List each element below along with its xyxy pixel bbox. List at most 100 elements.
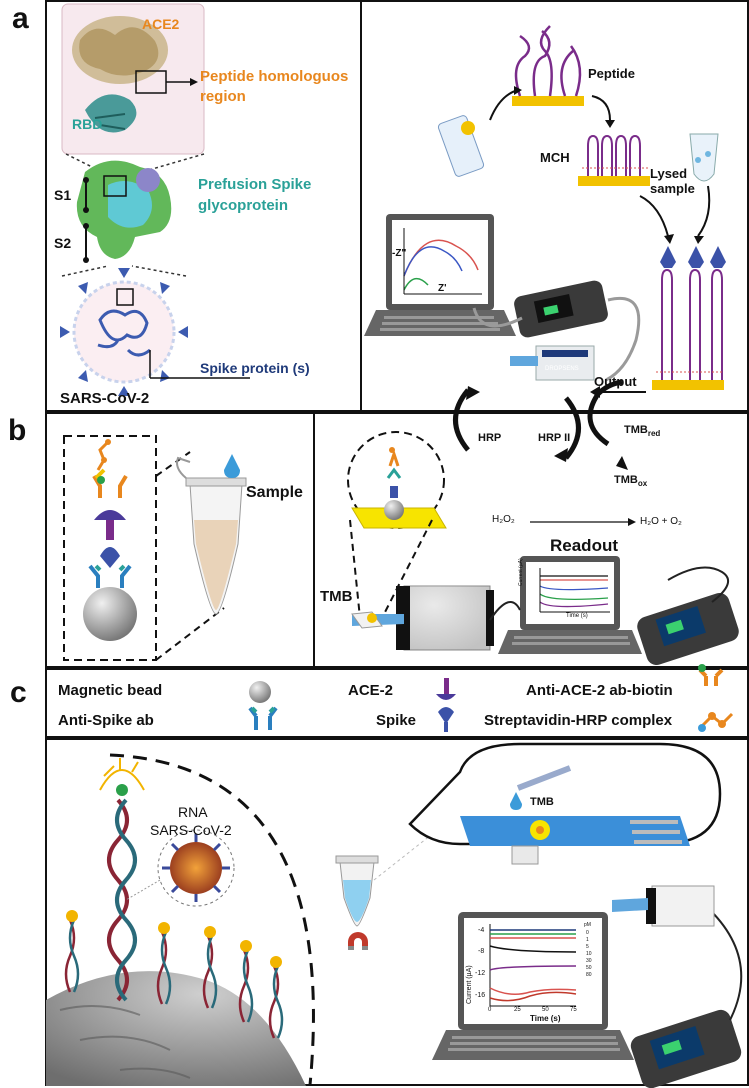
dna-probe-main <box>99 758 145 1002</box>
spike-glyco-label-2: glycoprotein <box>198 197 289 214</box>
target-electrode <box>652 246 726 390</box>
dna-probes-small <box>64 919 284 1039</box>
output-label: Output <box>594 374 637 389</box>
panel-b-frame <box>45 412 749 668</box>
h2o-o2-label: H₂O + O₂ <box>640 516 682 527</box>
chart-c-xtick-1: 0 <box>488 1007 492 1013</box>
electrode-zoom-circle <box>347 431 445 529</box>
chart-c-legend-title: pM <box>584 922 591 928</box>
peptide-electrode <box>512 25 584 106</box>
chart-c-xtick-4: 75 <box>570 1007 577 1013</box>
legend-anti-spike: Anti-Spike ab <box>58 712 154 729</box>
chart-c-ytick-3: -12 <box>475 970 486 977</box>
sample-label: Sample <box>246 484 303 501</box>
sample-tube-b <box>176 454 247 615</box>
device-brand-label: DROPSENS <box>545 366 579 372</box>
prefusion-spike <box>76 160 172 263</box>
peptide-vial <box>437 115 485 177</box>
chart-c-legend-1: 1 <box>586 937 589 943</box>
chart-c-legend-3: 10 <box>586 951 592 957</box>
chart-c-legend-5: 50 <box>586 965 592 971</box>
mch-label: MCH <box>540 150 570 165</box>
tmb-red-label: TMBred <box>624 424 660 438</box>
lysed-label-1: Lysed <box>650 166 688 181</box>
tmb-bubble <box>408 742 722 865</box>
panel-a-frame <box>45 0 749 412</box>
tmb-ox-sub: ox <box>637 479 648 489</box>
potentiostat-b <box>489 566 739 666</box>
probe-tags <box>66 910 282 968</box>
legend-frame <box>45 668 749 738</box>
assay-zoom-box <box>63 435 157 661</box>
panel-b-divider <box>313 412 315 668</box>
zoom-arc <box>109 753 315 1086</box>
potentiostat-c <box>630 909 743 1088</box>
electrode-b <box>351 447 447 529</box>
spike-protein-label: Spike protein (s) <box>200 360 310 376</box>
chart-c-legend-0: 0 <box>586 930 589 936</box>
rna-label-1: RNA <box>178 804 208 820</box>
chart-c-xlabel: Time (s) <box>530 1014 561 1023</box>
legend-bead-icon <box>249 681 271 703</box>
panel-c-frame <box>45 738 749 1086</box>
panel-letter-b: b <box>8 414 27 447</box>
chart-c-legend-4: 30 <box>586 958 592 964</box>
workflow-arrows <box>489 89 711 393</box>
chart-c-xtick-2: 25 <box>514 1007 521 1013</box>
lysed-sample-tube <box>689 133 719 182</box>
panel-letter-a: a <box>12 2 29 35</box>
peptide-label: Peptide <box>588 66 635 81</box>
magnetic-bead-surface <box>46 971 306 1086</box>
readout-xlabel: Time (s) <box>566 613 588 619</box>
peptide-region-label-1: Peptide homologuos <box>200 68 349 85</box>
chart-c-xtick-3: 50 <box>542 1007 549 1013</box>
laptop-eis <box>364 214 516 336</box>
chart-c-legend-6: 80 <box>586 972 592 978</box>
laptop-c <box>432 912 634 1060</box>
sample-tube-c <box>335 855 379 950</box>
rbd-label: RBD <box>72 116 103 132</box>
legend-strep-icon <box>698 712 734 732</box>
laptop-readout <box>498 556 642 654</box>
eis-x-label: Z' <box>438 283 447 294</box>
hrp2-label: HRP II <box>538 432 571 444</box>
readout-ylabel: Current (µA) <box>518 558 524 586</box>
tmb-ox-label: TMBox <box>614 474 647 488</box>
chart-c-ytick-2: -8 <box>478 948 485 955</box>
virus-label: SARS-CoV-2 <box>60 390 150 407</box>
legend-spike: Spike <box>376 712 417 729</box>
tmb-label-b: TMB <box>320 588 353 605</box>
ace2-rbd-structure <box>61 3 205 155</box>
ace2-label: ACE2 <box>142 16 180 32</box>
potentiostat-a <box>472 280 641 382</box>
hrp-label: HRP <box>478 432 502 444</box>
h2o2-label: H₂O₂ <box>492 514 515 525</box>
reader-b <box>351 585 494 651</box>
legend-ace2: ACE-2 <box>348 682 394 699</box>
legend-anti-ace2-icon <box>698 664 724 686</box>
tmb-ox-text: TMB <box>614 474 638 486</box>
chart-c-ytick-4: -16 <box>475 992 486 999</box>
lysed-label-2: sample <box>650 181 695 196</box>
sars-cov-2-virion <box>60 268 250 396</box>
rna-virion <box>125 829 235 907</box>
peptide-region-label-2: region <box>200 88 246 105</box>
spike-glyco-label-1: Prefusion Spike <box>198 176 312 193</box>
legend-anti-spike-icon <box>248 706 278 730</box>
s1-label: S1 <box>54 187 72 203</box>
mch-electrode <box>578 134 650 186</box>
eis-y-label: -Z'' <box>392 248 407 259</box>
rna-label-2: SARS-CoV-2 <box>150 822 232 838</box>
legend-strep: Streptavidin-HRP complex <box>484 712 673 729</box>
tmb-red-sub: red <box>647 429 661 439</box>
chart-c-ytick-1: -4 <box>478 927 485 934</box>
hrp-cycle <box>453 379 636 526</box>
legend-magnetic-bead: Magnetic bead <box>58 682 163 699</box>
legend-spike-icon <box>438 707 454 732</box>
panel-letter-c: c <box>10 676 27 709</box>
legend-ace2-icon <box>436 678 456 700</box>
legend-anti-ace2: Anti-ACE-2 ab-biotin <box>526 682 673 699</box>
bead-assembly <box>83 439 137 641</box>
s2-label: S2 <box>54 235 72 251</box>
